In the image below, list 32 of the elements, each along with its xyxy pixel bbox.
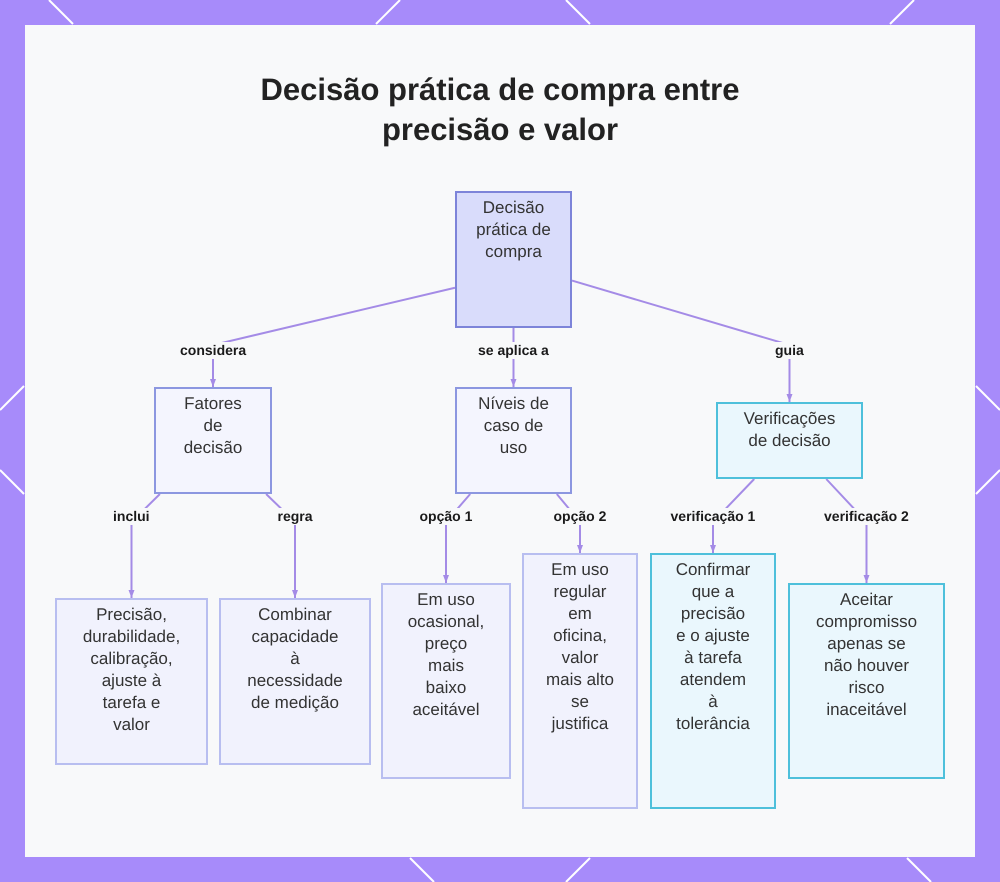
- edge-label: inclui: [111, 508, 152, 524]
- diagram-title: Decisão prática de compra entre precisão e valor: [260, 71, 740, 149]
- edge-label: considera: [178, 342, 248, 358]
- concept-box: [381, 583, 511, 779]
- node-text: Em uso regular em oficina, valor mais alto se justifica: [544, 559, 616, 735]
- node-text: Precisão, durabilidade, calibração, ajuste à tarefa e valor: [82, 604, 180, 736]
- concept-box: [154, 387, 272, 494]
- concept-box: [455, 387, 572, 494]
- arrow: [572, 280, 792, 402]
- node-text: Verificações de decisão: [742, 408, 836, 452]
- arrow: [210, 286, 456, 387]
- concept-box: [788, 583, 945, 779]
- edge-label: regra: [276, 508, 315, 524]
- edge-label: opção 2: [552, 508, 608, 524]
- concept-box: [219, 598, 371, 765]
- concept-box: [455, 191, 572, 328]
- node-text: Fatores de decisão: [182, 393, 244, 459]
- node-text: Decisão prática de compra: [475, 197, 552, 263]
- concept-box: [55, 598, 208, 765]
- edge-label: guia: [773, 342, 806, 358]
- edge-label: opção 1: [418, 508, 474, 524]
- node-text: Combinar capacidade à necessidade de medição: [246, 604, 344, 714]
- node-text: Aceitar compromisso apenas se não houver risco inaceitável: [814, 589, 918, 721]
- concept-box: [650, 553, 776, 809]
- edge-label: verificação 1: [668, 508, 758, 524]
- node-text: Níveis de caso de uso: [477, 393, 550, 459]
- edge-label: se aplica a: [476, 342, 551, 358]
- concept-box: [716, 402, 863, 479]
- node-text: Em uso ocasional, preço mais baixo aceitável: [406, 589, 486, 721]
- concept-box: [522, 553, 638, 809]
- node-text: Confirmar que a precisão e o ajuste à tarefa atendem à tolerância: [674, 559, 752, 735]
- edge-label: verificação 2: [822, 508, 911, 524]
